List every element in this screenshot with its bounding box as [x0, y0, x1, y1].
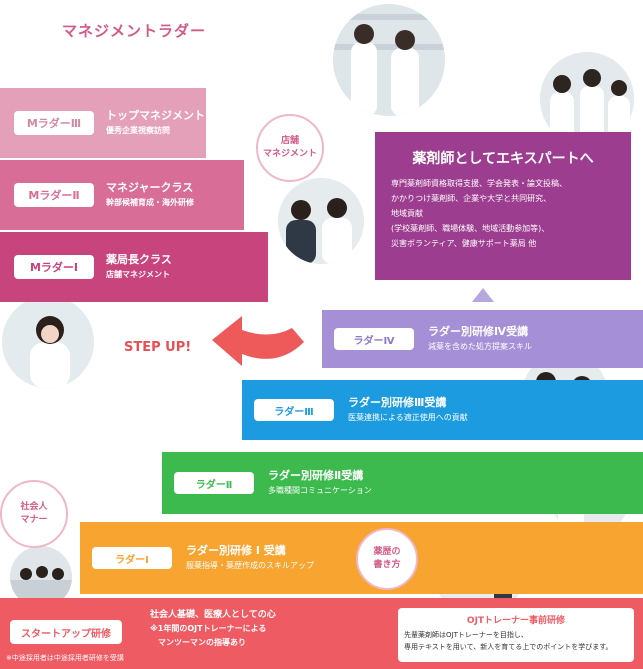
m-ladder-2-tag: MラダーⅡ — [14, 183, 94, 207]
expert-line: 専門薬剤師資格取得支援、学会発表・論文投稿、 — [391, 179, 567, 188]
ladder-1-title: ラダー別研修 Ⅰ 受講 — [186, 544, 286, 557]
m-ladder-2-sub: 幹部候補育成・海外研修 — [106, 198, 194, 207]
ojt-heading: OJTトレーナー事前研修 — [466, 616, 566, 626]
expert-line: (学校薬剤師、職場体験、地域活動参加等)、 — [391, 224, 550, 233]
step-up-arrow-icon — [212, 316, 304, 366]
m-ladder-2-title: マネジャークラス — [106, 181, 194, 194]
classroom-image — [10, 546, 72, 608]
m-ladder-3-tag: MラダーⅢ — [14, 111, 94, 135]
managers-photo — [278, 178, 364, 264]
step-up-label: STEP UP! — [124, 340, 192, 355]
ojt-box: OJTトレーナー事前研修 先輩薬剤師はOJTトレーナーを目指し、 専用テキストを… — [398, 608, 634, 662]
ladder-3-sub: 医薬連携による適正使用への貢献 — [348, 413, 468, 422]
expert-heading: 薬剤師としてエキスパートへ — [412, 151, 594, 167]
m-ladder-1-title: 薬局長クラス — [106, 253, 172, 266]
ladder-1-sub: 服薬指導・薬歴作成のスキルアップ — [186, 561, 314, 570]
ladder-2-tag: ラダーⅡ — [174, 472, 254, 494]
startup-line: 社会人基礎、医療人としての心 — [150, 610, 276, 620]
ladder-4-tag: ラダーⅣ — [334, 328, 414, 350]
classroom-photo — [10, 546, 72, 608]
expert-line: かかりつけ薬剤師、企業や大学と共同研究、 — [391, 194, 552, 203]
startup-tag: スタートアップ研修 — [10, 620, 122, 644]
social-manner-badge: 社会人 マナー — [0, 480, 68, 548]
expert-line: 地域貢献 — [391, 209, 423, 218]
ladder-2-step: ラダーⅡ ラダー別研修Ⅱ受講 多職種間コミュニケーション — [162, 452, 643, 514]
store-management-badge: 店舗 マネジメント — [256, 114, 324, 182]
ladder-3-tag: ラダーⅢ — [254, 399, 334, 421]
ladder-3-title: ラダー別研修Ⅲ受講 — [348, 396, 447, 409]
expert-line: 災害ボランティア、健康サポート薬局 他 — [391, 239, 537, 248]
m-ladder-1: MラダーⅠ 薬局長クラス 店舗マネジメント — [0, 232, 268, 302]
expert-box: 薬剤師としてエキスパートへ 専門薬剤師資格取得支援、学会発表・論文投稿、 かかり… — [375, 132, 631, 280]
ojt-line: 専用テキストを用いて、新人を育てる上でのポイントを学びます。 — [404, 643, 613, 651]
m-ladder-3: MラダーⅢ トップマネジメント 優秀企業視察訪問 — [0, 88, 206, 158]
page-title: マネジメントラダー — [62, 22, 207, 40]
m-ladder-1-tag: MラダーⅠ — [14, 255, 94, 279]
m-ladder-1-sub: 店舗マネジメント — [106, 270, 170, 279]
startup-line: ※1年間のOJTトレーナーによる — [150, 624, 267, 633]
ladder-2-sub: 多職種間コミュニケーション — [268, 486, 372, 495]
drug-history-badge: 薬歴の 書き方 — [356, 528, 418, 590]
phone-pharmacist-image — [2, 296, 94, 388]
phone-pharmacist-photo — [2, 296, 94, 388]
startup-bar: スタートアップ研修 社会人基礎、医療人としての心 ※1年間のOJTトレーナーによ… — [0, 598, 643, 669]
startup-note: ※中途採用者は中途採用者研修を受講 — [6, 654, 124, 662]
ladder-4-step: ラダーⅣ ラダー別研修Ⅳ受講 減薬を含めた処方提案スキル — [322, 310, 643, 368]
m-ladder-3-sub: 優秀企業視察訪問 — [106, 126, 170, 135]
up-triangle-icon — [472, 288, 494, 302]
m-ladder-3-title: トップマネジメント — [106, 109, 205, 122]
startup-line: マンツーマンの指導あり — [150, 638, 246, 647]
ladder-3-step: ラダーⅢ ラダー別研修Ⅲ受講 医薬連携による適正使用への貢献 — [242, 380, 643, 440]
m-ladder-2: MラダーⅡ マネジャークラス 幹部候補育成・海外研修 — [0, 160, 244, 230]
ladder-1-tag: ラダーⅠ — [92, 547, 172, 569]
ladder-4-sub: 減薬を含めた処方提案スキル — [428, 342, 532, 351]
ojt-line: 先輩薬剤師はOJTトレーナーを目指し、 — [404, 631, 528, 639]
pharmacists-photo-top — [333, 4, 445, 116]
ladder-2-title: ラダー別研修Ⅱ受講 — [268, 469, 364, 482]
managers-image — [278, 178, 364, 264]
pharmacy-shelf-image — [333, 4, 445, 116]
ladder-4-title: ラダー別研修Ⅳ受講 — [428, 325, 529, 338]
